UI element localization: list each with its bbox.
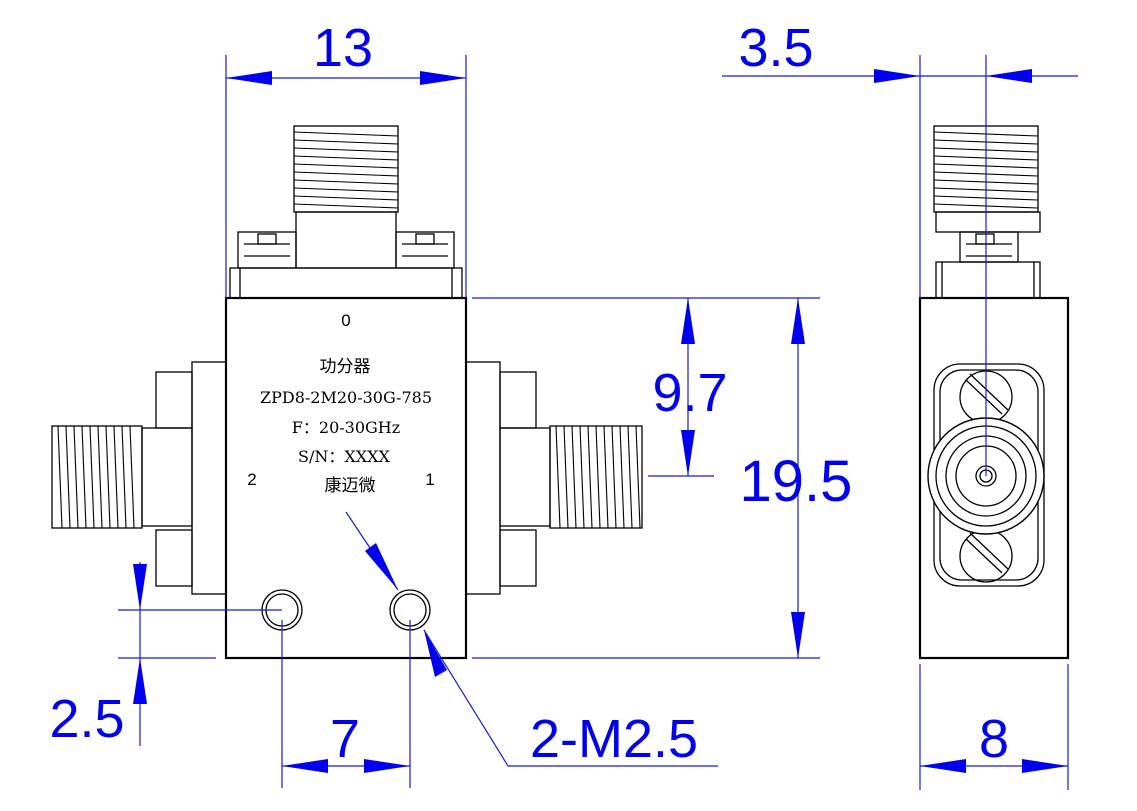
port-0-label: 0 xyxy=(341,311,350,330)
dim-side-width: 8 xyxy=(979,709,1009,769)
dimension-labels: 13 3.5 9.7 19.5 2.5 7 2-M2.5 8 xyxy=(49,18,1009,769)
right-connector xyxy=(465,361,643,595)
dim-width-top: 13 xyxy=(313,18,373,78)
left-connector xyxy=(51,361,227,595)
dim-hole-spacing: 7 xyxy=(330,709,360,769)
label-serial: S/N：XXXX xyxy=(298,447,391,466)
dim-hole-offset: 2.5 xyxy=(49,689,124,749)
top-connector-threads xyxy=(293,131,399,209)
right-connector-threads xyxy=(555,425,641,529)
port-2-label: 2 xyxy=(247,470,256,489)
front-view: 0 2 1 功分器 ZPD8-2M20-30G-785 F：20-30GHz S… xyxy=(51,125,643,660)
dim-side-offset: 3.5 xyxy=(738,18,813,78)
dim-holes: 2-M2.5 xyxy=(530,709,698,769)
dimension-lines xyxy=(118,55,1078,790)
label-frequency: F：20-30GHz xyxy=(292,418,400,437)
top-connector xyxy=(229,125,463,299)
dim-total-height: 19.5 xyxy=(740,449,853,514)
left-connector-threads xyxy=(57,425,135,529)
dim-center-height: 9.7 xyxy=(652,363,727,423)
side-view xyxy=(918,125,1070,660)
label-manufacturer: 康迈微 xyxy=(325,476,376,496)
label-model: ZPD8-2M20-30G-785 xyxy=(260,388,432,407)
label-title: 功分器 xyxy=(320,357,371,377)
port-1-label: 1 xyxy=(425,470,434,489)
